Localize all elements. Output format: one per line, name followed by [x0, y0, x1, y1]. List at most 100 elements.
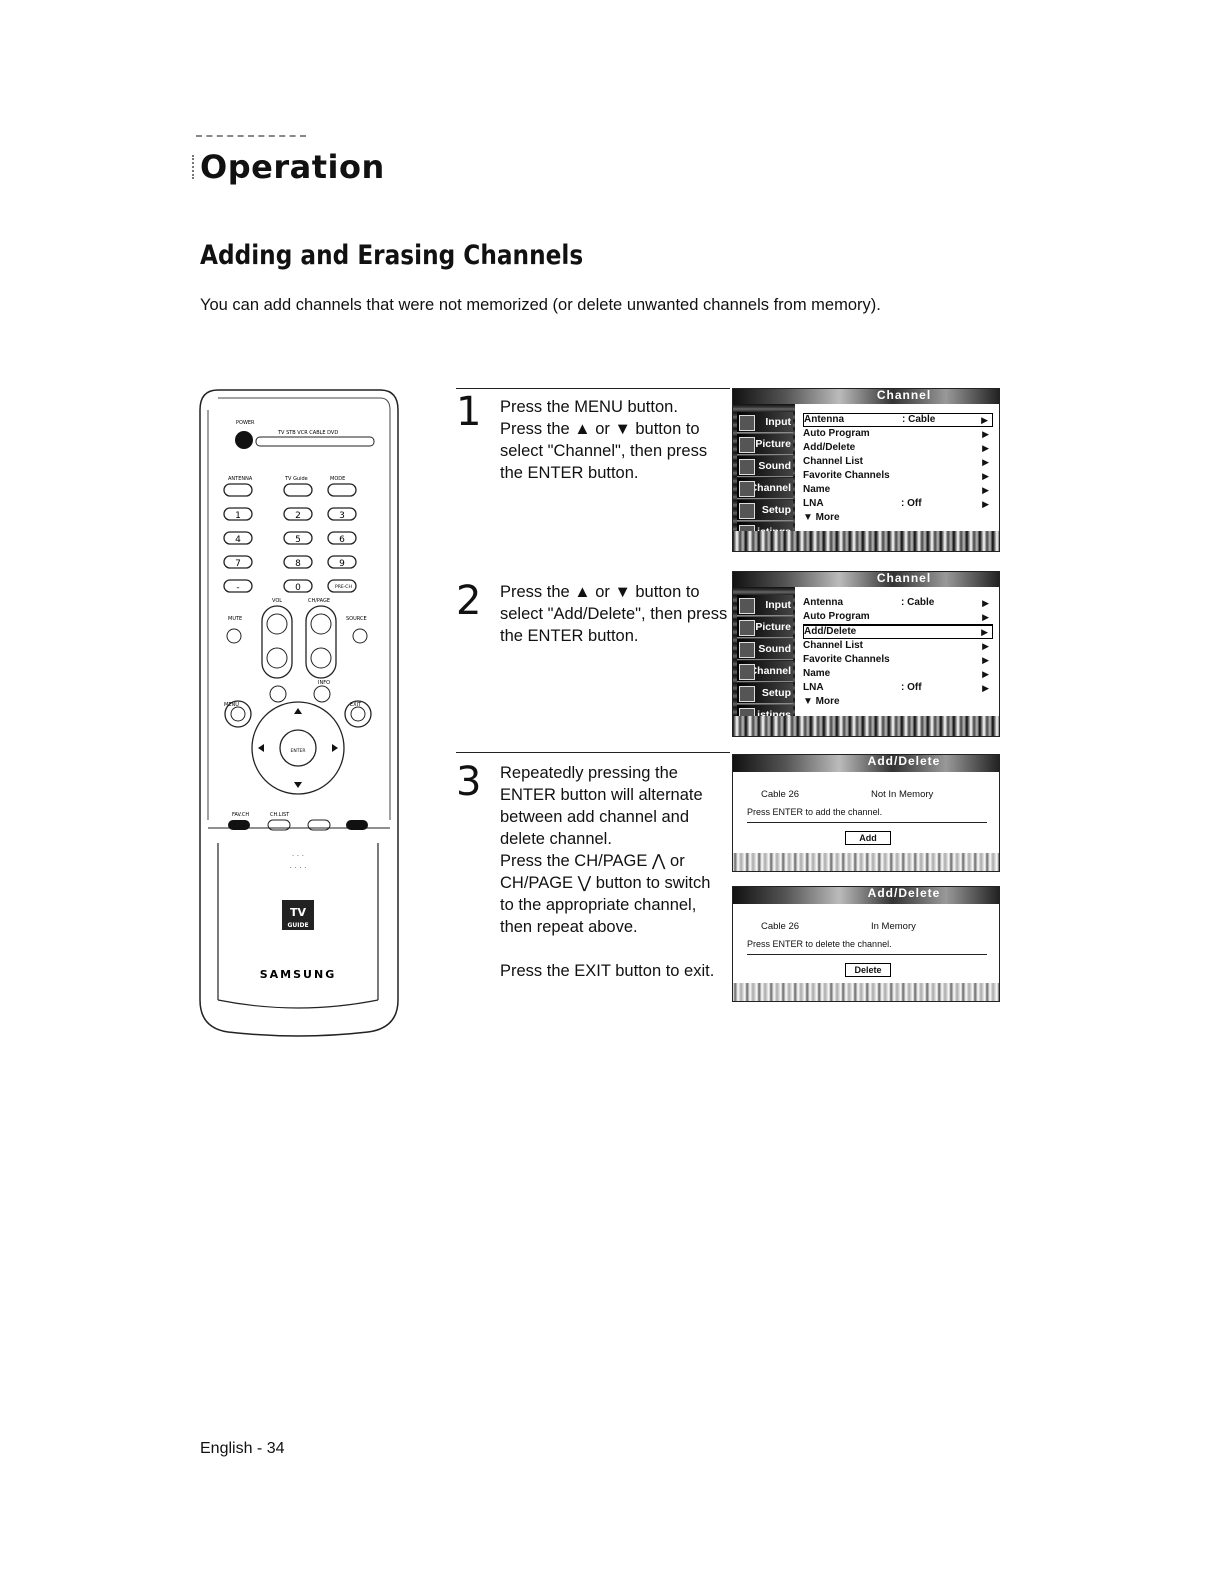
sidebar-item-setup: Setup — [737, 500, 793, 521]
screen-titlebar: Channel — [733, 572, 999, 587]
screen-title: Channel — [876, 571, 932, 585]
screen-title: Channel — [876, 388, 932, 402]
menu-items: Antenna: Cable▶ Auto Program▶ Add/Delete… — [803, 413, 993, 525]
arrow-right-icon: ▶ — [982, 471, 989, 481]
digit-8: 8 — [295, 559, 301, 569]
digit-3: 3 — [339, 511, 345, 521]
page-heading: Adding and Erasing Channels — [200, 240, 584, 271]
step-number: 3 — [456, 759, 482, 805]
section-tick — [192, 155, 197, 179]
chpage-label: CH/PAGE — [308, 598, 330, 604]
digit-0: 0 — [295, 583, 301, 593]
arrow-right-icon: ▶ — [982, 443, 989, 453]
input-icon — [739, 598, 755, 614]
menu-item-channel-list: Channel List▶ — [803, 640, 989, 651]
sidebar-item-input: Input — [737, 595, 793, 616]
digit-dash: - — [236, 583, 239, 593]
arrow-right-icon: ▶ — [982, 485, 989, 495]
digit-4: 4 — [235, 535, 241, 545]
step-3: 3 Repeatedly pressing the ENTER button w… — [456, 752, 730, 992]
menu-item-channel-list: Channel List▶ — [803, 456, 989, 467]
step-divider — [456, 388, 730, 389]
memory-status: Not In Memory — [871, 789, 934, 800]
setup-icon — [739, 503, 755, 519]
tv-screen-channel-menu-2: Channel Input Picture Sound Channel Setu… — [732, 571, 1000, 737]
picture-icon — [739, 620, 755, 636]
menu-item-more: ▼ More — [803, 696, 840, 707]
section-title: Operation — [200, 148, 385, 186]
menu-item-antenna: Antenna: Cable▶ — [803, 597, 989, 608]
mode-labels: TV STB VCR CABLE DVD — [277, 430, 338, 436]
remote-control-illustration: POWER TV STB VCR CABLE DVD ANTENNA TV Gu… — [198, 388, 400, 1038]
enter-label: ENTER — [291, 748, 306, 754]
exit-label: EXIT — [350, 702, 362, 708]
digit-5: 5 — [295, 535, 301, 545]
arrow-right-icon: ▶ — [981, 627, 988, 637]
power-label: POWER — [236, 420, 255, 426]
digit-6: 6 — [339, 535, 345, 545]
screen-title: Add/Delete — [867, 886, 941, 900]
arrow-right-icon: ▶ — [982, 429, 989, 439]
arrow-right-icon: ▶ — [982, 669, 989, 679]
input-icon — [739, 415, 755, 431]
digit-7: 7 — [235, 559, 241, 569]
channel-icon — [739, 664, 755, 680]
delete-button: Delete — [845, 963, 891, 977]
step-line: Press the ▲ or ▼ button to select "Add/D… — [500, 583, 728, 645]
channel-number: Cable 26 — [761, 921, 800, 932]
step-text: Repeatedly pressing the ENTER button wil… — [500, 762, 728, 982]
sidebar-item-sound: Sound — [737, 639, 793, 660]
tv-screen-add-dialog: Add/Delete Cable 26 Not In Memory Press … — [732, 754, 1000, 872]
sidebar-item-input: Input — [737, 412, 793, 433]
remote-control-drawing: POWER TV STB VCR CABLE DVD ANTENNA TV Gu… — [199, 389, 399, 1037]
tv-guide-logo-text: TV — [290, 906, 307, 919]
sidebar-item-setup: Setup — [737, 683, 793, 704]
intro-text: You can add channels that were not memor… — [200, 296, 881, 314]
menu-item-more: ▼ More — [803, 512, 840, 523]
dialog-divider — [747, 954, 987, 955]
step-divider — [456, 752, 730, 753]
dpad — [251, 701, 345, 795]
menu-item-name: Name▶ — [803, 484, 989, 495]
picture-icon — [739, 437, 755, 453]
dialog-instruction: Press ENTER to delete the channel. — [747, 939, 892, 949]
dialog-instruction: Press ENTER to add the channel. — [747, 807, 883, 817]
brand-label: SAMSUNG — [260, 968, 336, 981]
screen-bottom-bar — [733, 853, 999, 871]
tvguide-label: TV Guide — [284, 476, 308, 482]
mute-label: MUTE — [228, 616, 242, 622]
menu-item-favorite-channels: Favorite Channels▶ — [803, 470, 989, 481]
page-footer: English - 34 — [200, 1440, 285, 1457]
power-button — [235, 431, 253, 449]
arrow-right-icon: ▶ — [982, 457, 989, 467]
step-line: Press the MENU button. — [500, 398, 678, 416]
screen-titlebar: Add/Delete — [733, 755, 999, 772]
sound-icon — [739, 459, 755, 475]
memory-status: In Memory — [871, 921, 916, 932]
menu-item-antenna: Antenna: Cable▶ — [803, 413, 993, 427]
channel-status-row: Cable 26 Not In Memory — [761, 789, 981, 800]
step-1: 1 Press the MENU button. Press the ▲ or … — [456, 388, 730, 508]
menu-label: MENU — [224, 702, 239, 708]
step-text: Press the ▲ or ▼ button to select "Add/D… — [500, 581, 728, 647]
screen-bottom-bar — [733, 716, 999, 736]
step-number: 1 — [456, 389, 482, 435]
menu-item-auto-program: Auto Program▶ — [803, 428, 989, 439]
arrow-right-icon: ▶ — [982, 499, 989, 509]
arrow-right-icon: ▶ — [982, 598, 989, 608]
arrow-right-icon: ▶ — [981, 415, 988, 425]
step-line: Press the CH/PAGE ⋀ or CH/PAGE ⋁ button … — [500, 852, 711, 936]
step-line: Press the EXIT button to exit. — [500, 962, 715, 980]
step-number: 2 — [456, 578, 482, 624]
menu-item-lna: LNA: Off▶ — [803, 682, 989, 693]
screen-sidebar: Input Picture Sound Channel Setup Listin… — [733, 404, 795, 543]
add-button: Add — [845, 831, 891, 845]
arrow-right-icon: ▶ — [982, 655, 989, 665]
channel-icon — [739, 481, 755, 497]
menu-item-name: Name▶ — [803, 668, 989, 679]
step-text: Press the MENU button. Press the ▲ or ▼ … — [500, 396, 728, 484]
digit-1: 1 — [235, 511, 241, 521]
step-2: 2 Press the ▲ or ▼ button to select "Add… — [456, 571, 730, 671]
source-label: SOURCE — [346, 616, 367, 622]
arrow-right-icon: ▶ — [982, 683, 989, 693]
